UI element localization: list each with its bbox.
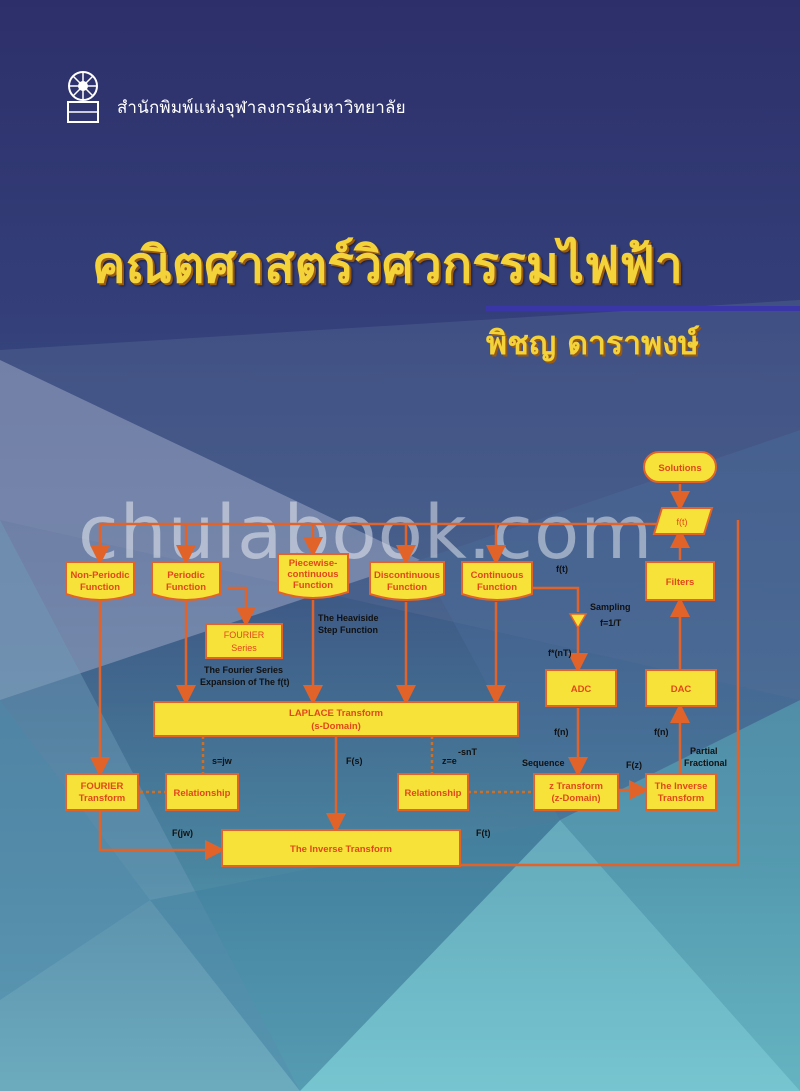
fourier-transform-line1: FOURIER: [81, 781, 124, 792]
piecewise-line1: Piecewise-: [289, 558, 338, 569]
periodic-line2: Function: [166, 582, 206, 593]
author-name: พิชญ ดาราพงษ์: [486, 324, 699, 362]
piecewise-line2: continuous: [287, 569, 338, 580]
sampling-rate-label: f=1/T: [600, 618, 622, 628]
Fs-label: F(s): [346, 756, 363, 766]
Fjw-label: F(jw): [172, 828, 193, 838]
university-logo: [67, 71, 99, 123]
fourier-transform-line2: Transform: [79, 793, 125, 804]
piecewise-line3: Function: [293, 580, 333, 591]
publisher-name: สำนักพิมพ์แห่งจุฬาลงกรณ์มหาวิทยาลัย: [117, 98, 406, 118]
fourier-expansion-line2: Expansion of The f(t): [200, 677, 290, 687]
relationship-right-label: Relationship: [404, 788, 461, 799]
sequence-label: Sequence: [522, 758, 565, 768]
non-periodic-line2: Function: [80, 582, 120, 593]
laplace-line1: LAPLACE Transform: [289, 708, 383, 719]
inverse-right-line2: Transform: [658, 793, 704, 804]
fourier-expansion-line1: The Fourier Series: [204, 665, 283, 675]
dac-label: DAC: [671, 684, 692, 695]
continuous-line1: Continuous: [471, 570, 524, 581]
inverse-right-line1: The Inverse: [655, 781, 708, 792]
continuous-line2: Function: [477, 582, 517, 593]
ft-io-label: f(t): [677, 517, 688, 527]
non-periodic-line1: Non-Periodic: [70, 570, 129, 581]
heaviside-line2: Step Function: [318, 625, 378, 635]
s-jw-label: s=jw: [212, 756, 233, 766]
discontinuous-line1: Discontinuous: [374, 570, 440, 581]
sampling-label: Sampling: [590, 602, 631, 612]
z-e-label: z=e: [442, 756, 457, 766]
periodic-line1: Periodic: [167, 570, 205, 581]
adc-label: ADC: [571, 684, 592, 695]
z-transform-line2: (z-Domain): [551, 793, 600, 804]
partial-line1: Partial: [690, 746, 718, 756]
heaviside-line1: The Heaviside: [318, 613, 379, 623]
fn-left-label: f(n): [554, 727, 569, 737]
inverse-transform-label: The Inverse Transform: [290, 844, 392, 855]
laplace-line2: (s-Domain): [311, 721, 361, 732]
Ft-label: F(t): [476, 828, 491, 838]
fn-right-label: f(n): [654, 727, 669, 737]
fourier-series-line1: FOURIER: [224, 630, 265, 640]
title-divider: [486, 306, 800, 311]
z-transform-line1: z Transform: [549, 781, 603, 792]
fourier-series-line2: Series: [231, 643, 257, 653]
solutions-label: Solutions: [658, 463, 701, 474]
ft-small-label: f(t): [556, 564, 568, 574]
book-title: คณิตศาสตร์วิศวกรรมไฟฟ้า: [92, 236, 683, 294]
filters-label: Filters: [666, 577, 695, 588]
Fz-label: F(z): [626, 760, 642, 770]
discontinuous-line2: Function: [387, 582, 427, 593]
fnt-label: f*(nT): [548, 648, 572, 658]
partial-line2: Fractional: [684, 758, 727, 768]
relationship-left-label: Relationship: [173, 788, 230, 799]
snt-label: -snT: [458, 747, 478, 757]
